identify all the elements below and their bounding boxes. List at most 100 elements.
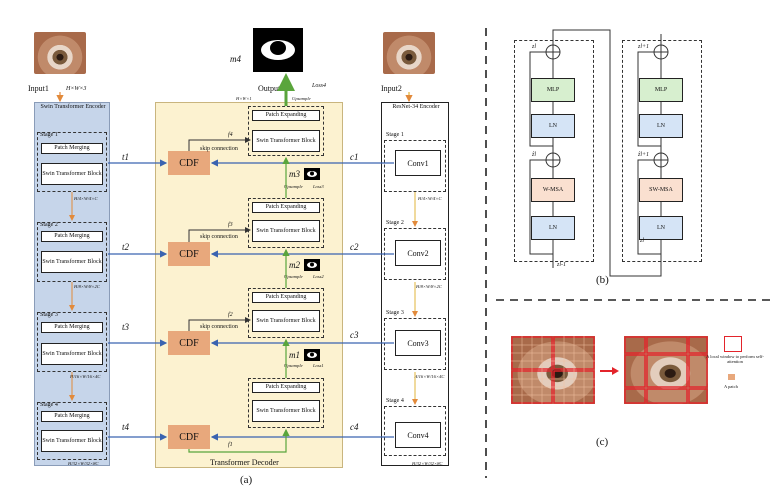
cdf-3: CDF — [168, 331, 210, 355]
swin-block-dec-3: Swin Transformer Block — [252, 310, 320, 332]
caption-b: (b) — [596, 274, 609, 286]
swin-stage1-label: Stage 1 — [40, 132, 58, 138]
swin-block-dec-top: Swin Transformer Block — [252, 130, 320, 152]
output-dims: H×W×1 — [236, 96, 252, 101]
arrow-right-icon — [600, 367, 619, 375]
t2-label: t2 — [122, 242, 130, 252]
panel-b-connectors — [529, 29, 669, 277]
legend-window-text: A local window to perform self-attention — [706, 354, 764, 364]
resnet-dims-2: H/8×W/8×2C — [416, 284, 442, 289]
swin-block-dec-2: Swin Transformer Block — [252, 220, 320, 242]
swin-stage2 — [37, 222, 107, 282]
conv1: Conv1 — [395, 150, 441, 176]
swin-dims-4: H/32×W/32×8C — [68, 461, 99, 466]
f2-label: f2 — [228, 312, 233, 318]
ln-right-bottom: LN — [639, 216, 683, 240]
decoder-stage-3 — [248, 288, 324, 338]
resnet-stage1-label: Stage 1 — [386, 132, 404, 138]
resnet-stage4-label: Stage 4 — [386, 398, 404, 404]
patch-expanding-4: Patch Expanding — [252, 382, 320, 393]
m2-mask-image — [304, 259, 320, 271]
swin-stage2-label: Stage 2 — [40, 222, 58, 228]
zl-1-label: zl-1 — [557, 262, 566, 268]
skip-label-1: skip connection — [200, 146, 238, 152]
resnet-stage3 — [384, 318, 446, 370]
decoder-stage-top — [248, 106, 324, 156]
wmsa-left: W-MSA — [531, 178, 575, 202]
swin-block-dec-4: Swin Transformer Block — [252, 400, 320, 422]
swin-dims-3: H/16×W/16×4C — [70, 374, 101, 379]
patch-expanding-top: Patch Expanding — [252, 110, 320, 121]
t3-label: t3 — [122, 322, 130, 332]
output-mask-image — [253, 28, 303, 72]
resnet-stage1 — [384, 140, 446, 192]
resnet-encoder-title: ResNet-34 Encoder — [392, 104, 440, 110]
decoder-stage-2 — [248, 198, 324, 248]
resnet-stage4 — [384, 406, 446, 456]
legend-window-swatch — [724, 336, 742, 352]
patch-expanding-2: Patch Expanding — [252, 202, 320, 213]
swmsa-right: SW-MSA — [639, 178, 683, 202]
loss2-label: Loss2 — [313, 274, 324, 279]
decoder-stage-4 — [248, 378, 324, 428]
cdf-4: CDF — [168, 425, 210, 449]
conv2: Conv2 — [395, 240, 441, 266]
ln-right-top: LN — [639, 114, 683, 138]
c1-label: c1 — [350, 152, 359, 162]
panel-a-connectors — [56, 73, 418, 453]
mlp-left: MLP — [531, 78, 575, 102]
caption-a: (a) — [240, 474, 253, 486]
zhat-l+1-label: ẑl+1 — [638, 152, 650, 158]
loss4-label: Loss4 — [312, 83, 327, 89]
swin-dims-1: H/4×W/4×C — [74, 196, 98, 201]
swin-stage4-label: Stage 4 — [40, 402, 58, 408]
swin-dims-2: H/8×W/8×2C — [74, 284, 100, 289]
swin-block-right — [622, 40, 702, 262]
input1-label: Input1 — [28, 84, 49, 93]
f1-label: f1 — [228, 442, 233, 448]
skip-label-3: skip connection — [200, 324, 238, 330]
cdf-1: CDF — [168, 151, 210, 175]
swin-stage1 — [37, 132, 107, 192]
zl+1-label: zl+1 — [638, 44, 650, 50]
m2-label: m2 — [289, 260, 300, 270]
swin-block-3: Swin Transformer Block — [41, 343, 103, 365]
patch-expanding-3: Patch Expanding — [252, 292, 320, 303]
input2-label: Input2 — [381, 84, 402, 93]
f4-label: f4 — [228, 132, 233, 138]
cdf-2: CDF — [168, 242, 210, 266]
swin-block-2: Swin Transformer Block — [41, 251, 103, 273]
swin-encoder-title: Swin Transformer Encoder — [40, 104, 106, 110]
swin-stage3-label: Stage 3 — [40, 312, 58, 318]
input1-eye-image — [34, 32, 86, 74]
resnet-dims-4: H/32×W/32×8C — [412, 461, 443, 466]
caption-c: (c) — [596, 436, 609, 448]
ln-left-bottom: LN — [531, 216, 575, 240]
patch-merging-2: Patch Merging — [41, 231, 103, 242]
c3-label: c3 — [350, 330, 359, 340]
swin-block-1: Swin Transformer Block — [41, 163, 103, 185]
zhat-l-label-left: ẑl — [532, 152, 537, 158]
m1-label: m1 — [289, 350, 300, 360]
c2-label: c2 — [350, 242, 359, 252]
upsample-1: Upsample — [284, 363, 303, 368]
swin-stage4 — [37, 402, 107, 460]
swin-stage3 — [37, 312, 107, 372]
loss1-label: Loss1 — [313, 363, 324, 368]
upsample-3: Upsample — [284, 184, 303, 189]
t1-label: t1 — [122, 152, 130, 162]
loss3-label: Loss3 — [313, 184, 324, 189]
skip-label-2: skip connection — [200, 234, 238, 240]
resnet-dims-1: H/4×W/4×C — [418, 196, 442, 201]
m4-label: m4 — [230, 54, 241, 64]
eye-window-grid-left — [511, 336, 595, 404]
resnet-stage3-label: Stage 3 — [386, 310, 404, 316]
patch-merging-3: Patch Merging — [41, 322, 103, 333]
upsample-top-label: Upsample — [292, 96, 311, 101]
eye-window-grid-right — [624, 336, 708, 404]
upsample-2: Upsample — [284, 274, 303, 279]
zl-label-right: zl — [640, 238, 645, 244]
patch-merging-4: Patch Merging — [41, 411, 103, 422]
conv4: Conv4 — [395, 422, 441, 448]
